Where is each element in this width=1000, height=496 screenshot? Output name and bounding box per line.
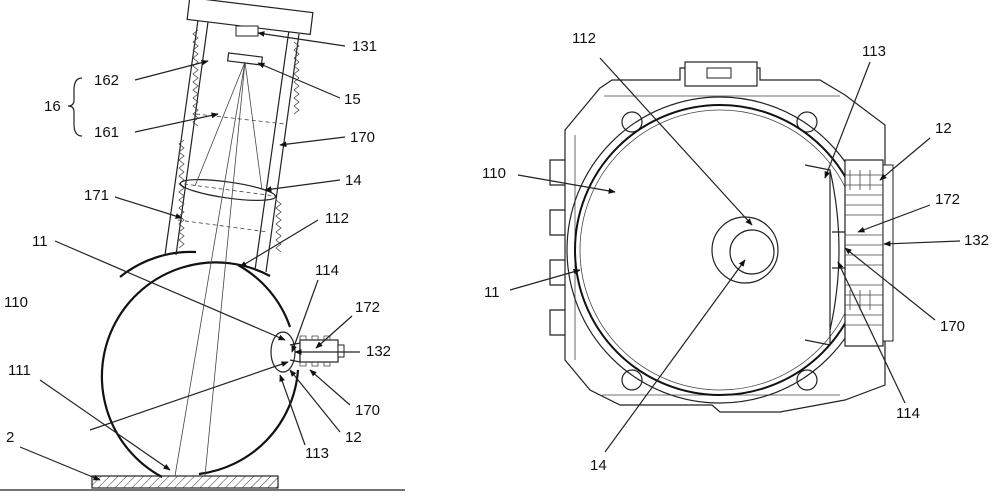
label-12: 12	[345, 429, 362, 446]
aperture-inner	[729, 229, 775, 275]
label-112: 112	[325, 210, 349, 227]
sphere-inner	[574, 104, 866, 396]
label-112-right: 112	[572, 30, 596, 47]
label-170-right: 170	[940, 318, 965, 335]
label-110: 110	[4, 294, 28, 311]
label-14: 14	[345, 172, 362, 189]
label-114: 114	[315, 262, 339, 279]
housing-outline	[564, 67, 886, 413]
label-12-right: 12	[935, 120, 952, 137]
label-162: 162	[94, 72, 119, 89]
sphere-shell-top-right	[237, 264, 292, 328]
hole-top-right	[796, 111, 818, 133]
label-172: 172	[355, 299, 380, 316]
leaders-left	[19, 31, 360, 481]
label-111: 111	[8, 362, 31, 379]
sphere-cavity	[579, 109, 861, 391]
lens	[179, 179, 277, 201]
connector-notch	[235, 25, 259, 37]
label-170-lower: 170	[355, 402, 380, 419]
base-plate	[91, 475, 279, 489]
label-171: 171	[84, 187, 109, 204]
label-114-right: 114	[896, 405, 920, 422]
label-11: 11	[32, 233, 48, 250]
side-module	[299, 335, 345, 367]
port-frame-right	[804, 164, 831, 346]
sphere-outer	[566, 96, 874, 404]
top-bracket-slot	[706, 67, 732, 79]
label-2: 2	[6, 429, 14, 446]
label-131: 131	[352, 38, 377, 55]
label-170-upper: 170	[350, 129, 375, 146]
hole-bottom-left	[621, 369, 643, 391]
label-132-right: 132	[964, 232, 989, 249]
left-flanges	[549, 159, 565, 336]
sphere-shell-left	[100, 261, 271, 478]
right-view: 112 113 12 110 172 132 11 170 114 14	[482, 30, 989, 474]
label-172-right: 172	[935, 191, 960, 208]
label-11-right: 11	[484, 284, 500, 301]
left-view: 131 162 15 16 161 170 171 14 112 11 114 …	[0, 0, 405, 491]
brace-16	[67, 77, 83, 137]
leaders-right	[509, 57, 961, 453]
label-16: 16	[44, 98, 61, 115]
optical-rays	[174, 61, 263, 477]
label-132: 132	[366, 343, 391, 360]
label-110-right: 110	[482, 165, 506, 182]
sphere-shell-lower-right	[198, 369, 300, 476]
label-113: 113	[305, 445, 329, 462]
label-161: 161	[94, 124, 119, 141]
port-curve	[829, 169, 840, 331]
hole-bottom-right	[796, 369, 818, 391]
label-113-right: 113	[862, 43, 886, 60]
label-15: 15	[344, 91, 361, 108]
label-14-right: 14	[590, 457, 607, 474]
hole-top-left	[621, 111, 643, 133]
